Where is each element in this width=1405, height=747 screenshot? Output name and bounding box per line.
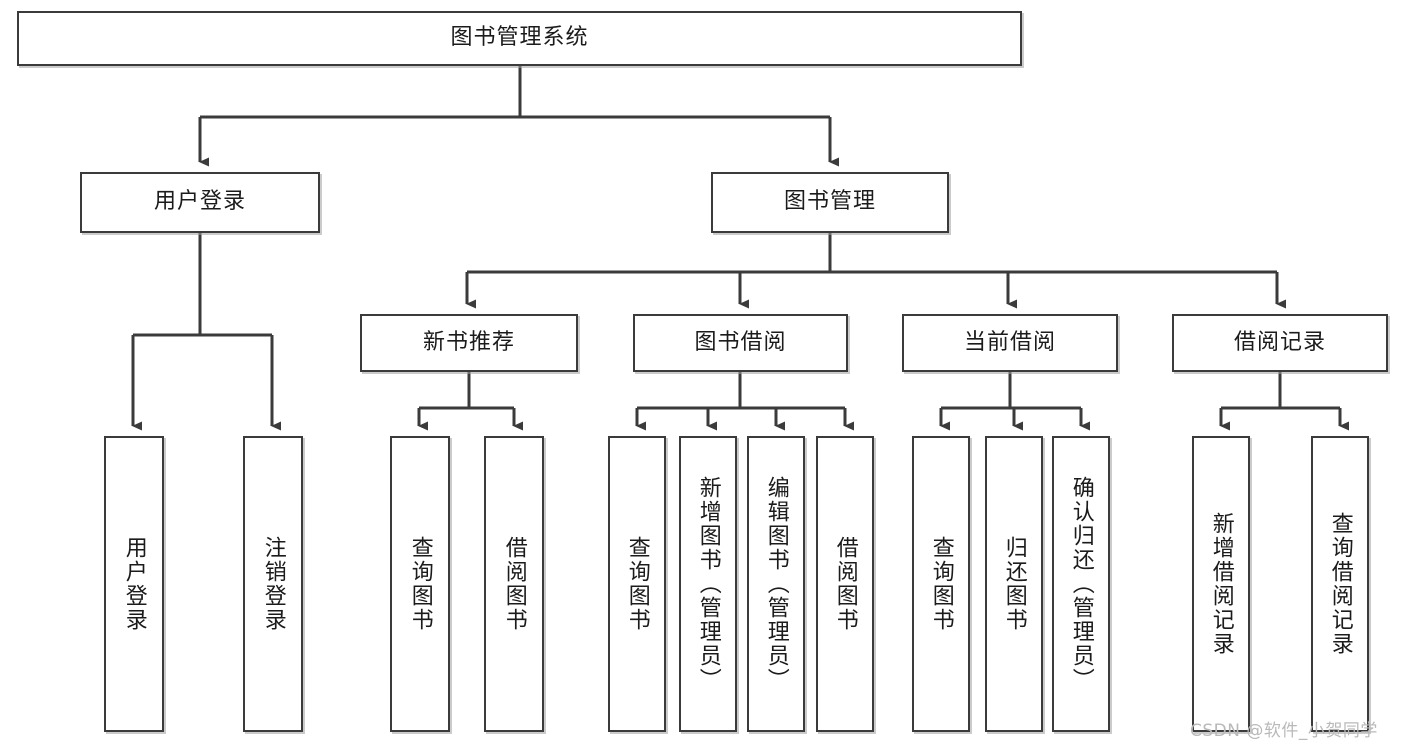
node-label: 确认归还（管理员） — [1068, 476, 1094, 692]
node-label: 借阅图书 — [501, 536, 527, 632]
edge-group — [131, 66, 1349, 431]
node-label: 用户登录 — [121, 536, 147, 632]
node-label: 新增图书（管理员） — [695, 476, 721, 692]
node-n3_1[interactable]: 用户登录 — [104, 436, 164, 732]
node-n3_8[interactable]: 借阅图书 — [816, 436, 874, 732]
node-label: 查询图书 — [407, 536, 433, 632]
node-n2_2[interactable]: 图书借阅 — [633, 314, 848, 372]
node-label: 借阅图书 — [832, 536, 858, 632]
node-root[interactable]: 图书管理系统 — [17, 11, 1022, 66]
node-label: 新增借阅记录 — [1208, 512, 1234, 656]
node-n3_2[interactable]: 注销登录 — [243, 436, 303, 732]
node-n2_1[interactable]: 新书推荐 — [360, 314, 578, 372]
node-n3_11[interactable]: 确认归还（管理员） — [1052, 436, 1110, 732]
node-label: 图书管理 — [783, 189, 876, 215]
node-label: 注销登录 — [260, 536, 286, 632]
node-n2_3[interactable]: 当前借阅 — [902, 314, 1118, 372]
node-label: 图书借阅 — [694, 329, 787, 355]
node-label: 查询图书 — [624, 536, 650, 632]
node-n3_6[interactable]: 新增图书（管理员） — [679, 436, 737, 732]
node-n1_1[interactable]: 用户登录 — [80, 172, 320, 233]
node-n3_10[interactable]: 归还图书 — [985, 436, 1043, 732]
node-n3_12[interactable]: 新增借阅记录 — [1192, 436, 1250, 732]
node-n2_4[interactable]: 借阅记录 — [1172, 314, 1388, 372]
node-label: 查询图书 — [928, 536, 954, 632]
node-label: 新书推荐 — [422, 329, 515, 355]
node-n3_7[interactable]: 编辑图书（管理员） — [747, 436, 805, 732]
node-label: 归还图书 — [1001, 536, 1027, 632]
node-n3_4[interactable]: 借阅图书 — [484, 436, 544, 732]
node-label: 查询借阅记录 — [1327, 512, 1353, 656]
node-label: 编辑图书（管理员） — [763, 476, 789, 692]
node-n3_9[interactable]: 查询图书 — [912, 436, 970, 732]
node-label: 用户登录 — [153, 189, 246, 215]
node-label: 借阅记录 — [1233, 329, 1326, 355]
node-label: 图书管理系统 — [450, 25, 589, 51]
node-label: 当前借阅 — [963, 329, 1056, 355]
node-n3_5[interactable]: 查询图书 — [608, 436, 666, 732]
node-n3_13[interactable]: 查询借阅记录 — [1311, 436, 1369, 732]
node-n3_3[interactable]: 查询图书 — [390, 436, 450, 732]
watermark-text: CSDN @软件_小贺同学 — [1190, 721, 1378, 741]
node-n1_2[interactable]: 图书管理 — [711, 172, 949, 233]
